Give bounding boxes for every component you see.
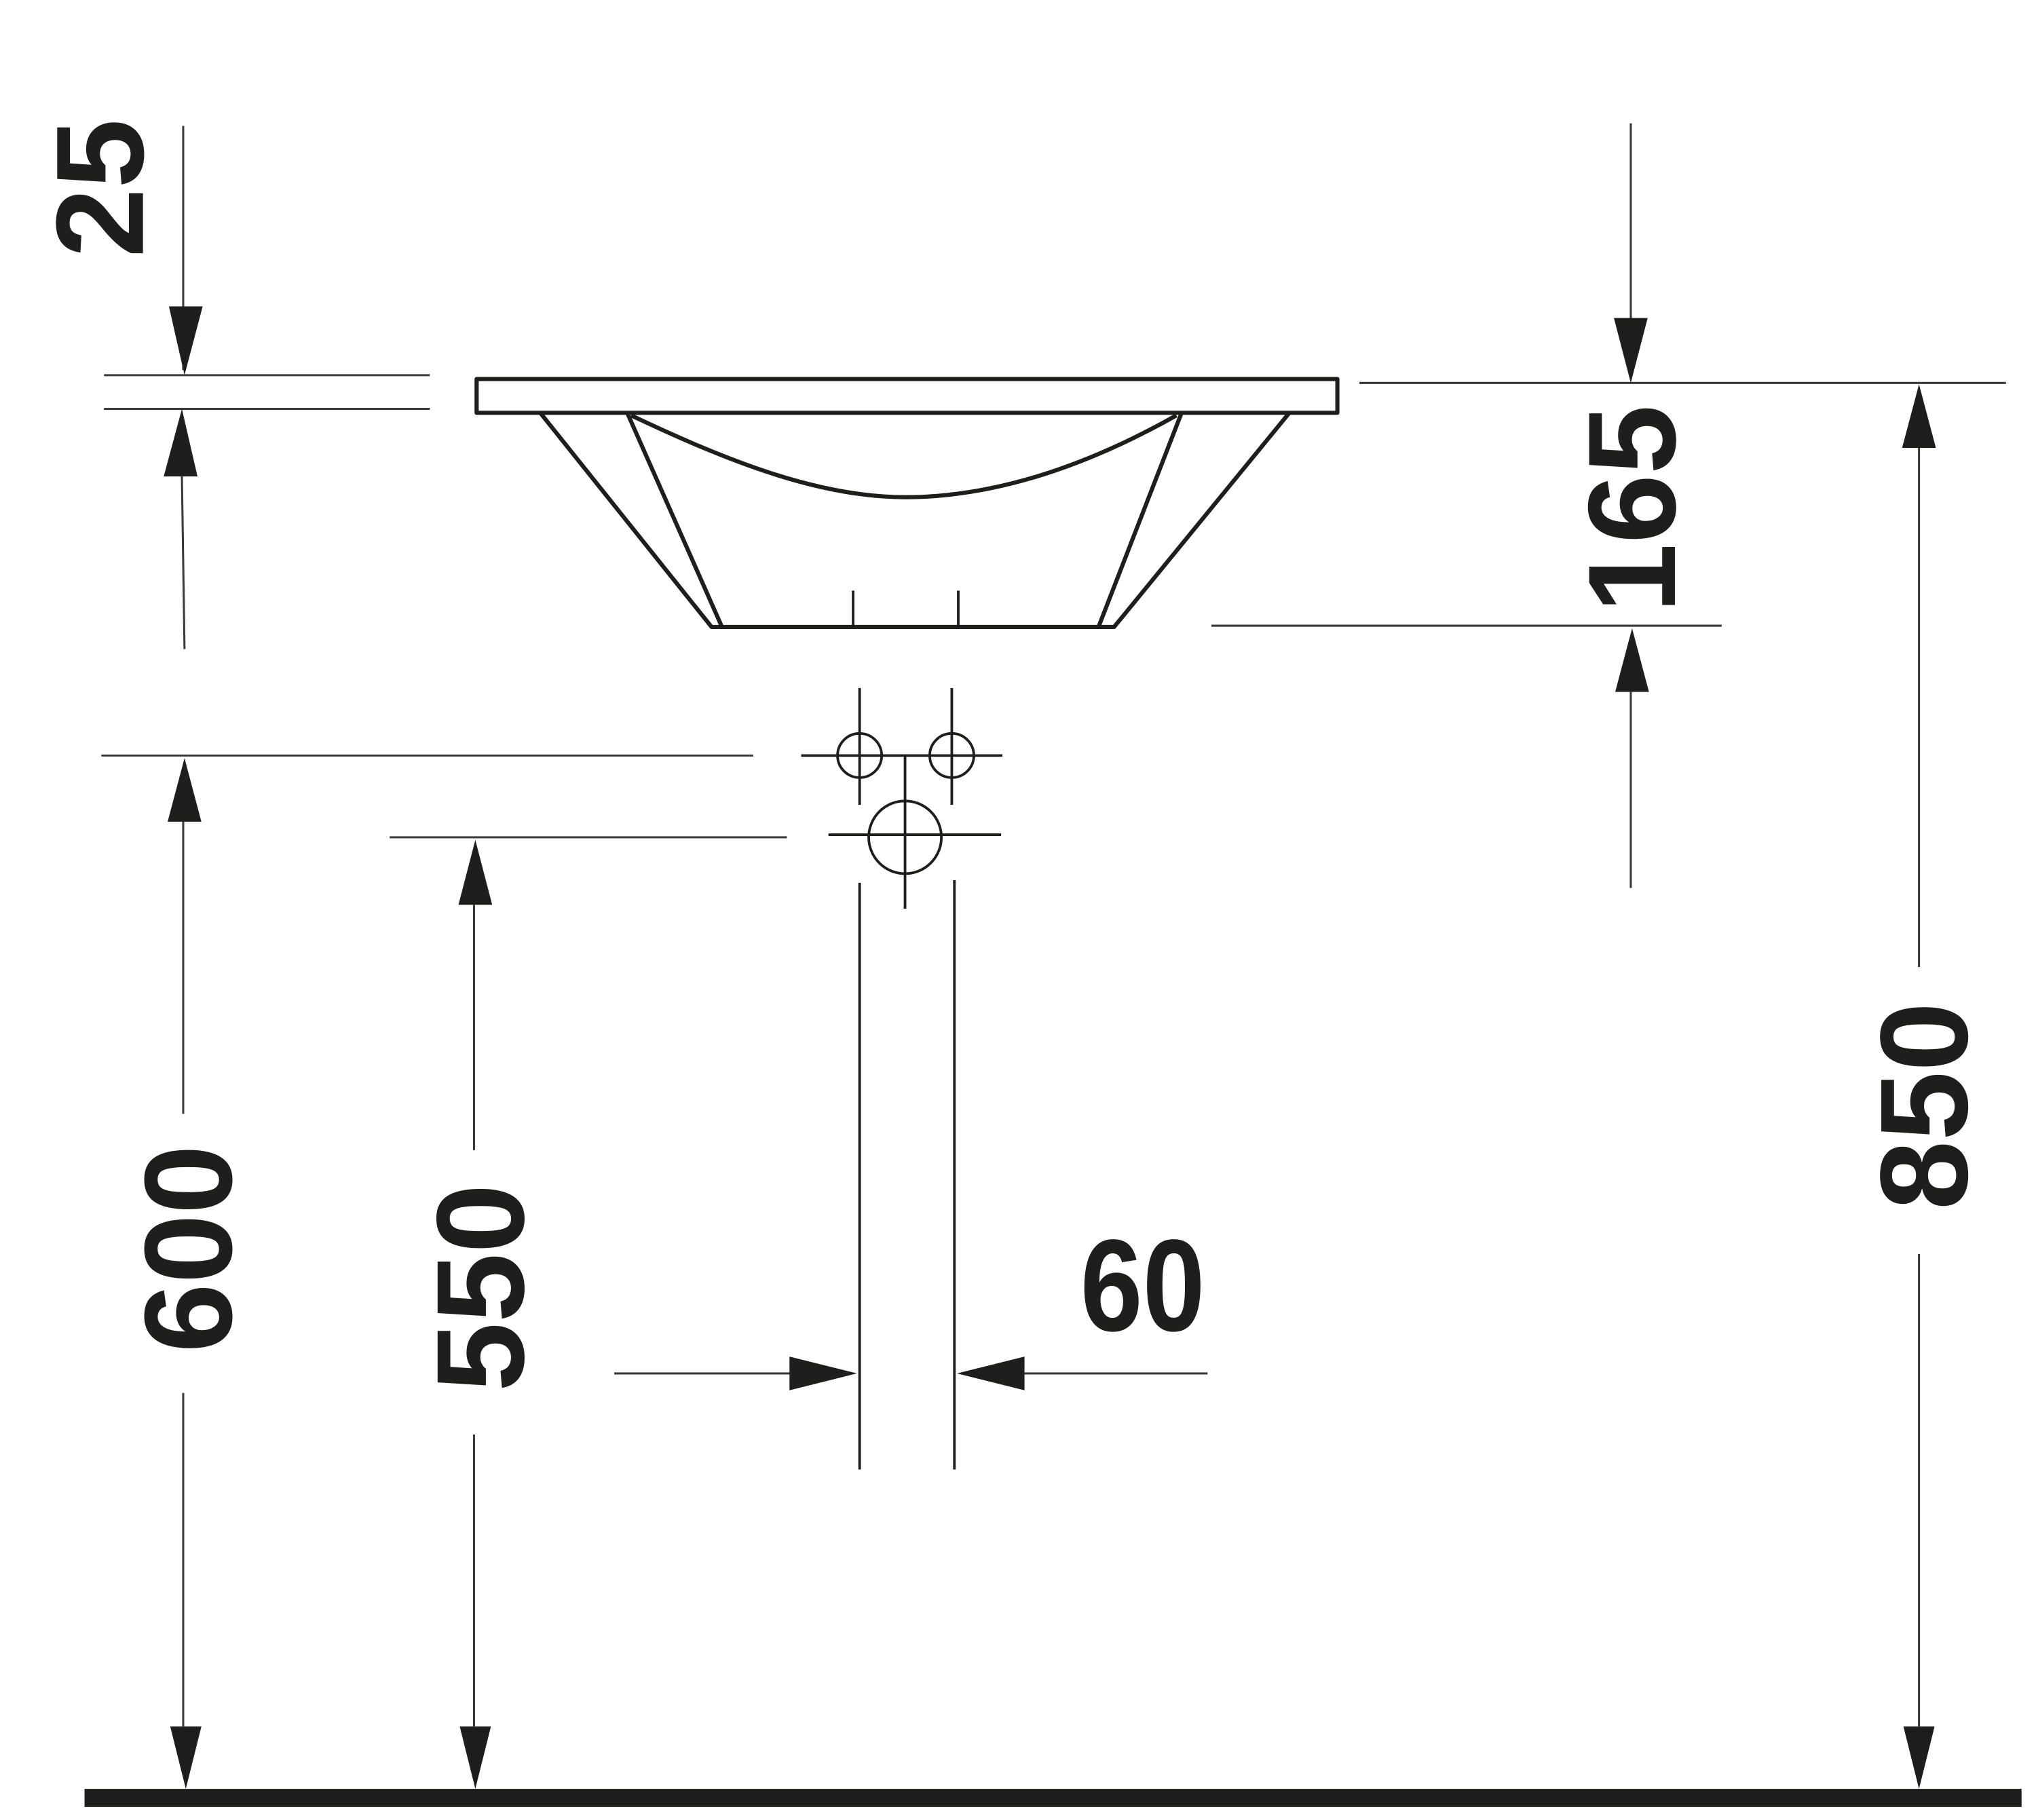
connection-symbols (801, 687, 1003, 1470)
dimension-550: 550 (411, 839, 550, 1789)
dimension-25: 25 (31, 119, 203, 649)
dim-label-60: 60 (1080, 1213, 1205, 1359)
floor-line (84, 1789, 2022, 1807)
dim-label-600: 600 (119, 1145, 258, 1352)
dim-label-25: 25 (31, 119, 170, 257)
basin-rim (474, 377, 1340, 415)
waste-outlet-icon (867, 799, 943, 875)
dim-label-850: 850 (1854, 1002, 1993, 1210)
basin-inner-right (1096, 412, 1184, 628)
basin-outer-body (538, 411, 1292, 630)
dimension-60: 60 (614, 1213, 1208, 1390)
dim-label-550: 550 (411, 1183, 550, 1391)
dimension-850: 850 (1854, 384, 1993, 1789)
dimension-165: 165 (1562, 123, 1701, 888)
dimension-600: 600 (119, 758, 258, 1789)
washbasin (474, 377, 1340, 630)
dim-label-165: 165 (1562, 405, 1701, 613)
basin-bowl-curve (630, 413, 1177, 499)
basin-inner-left (625, 412, 724, 628)
